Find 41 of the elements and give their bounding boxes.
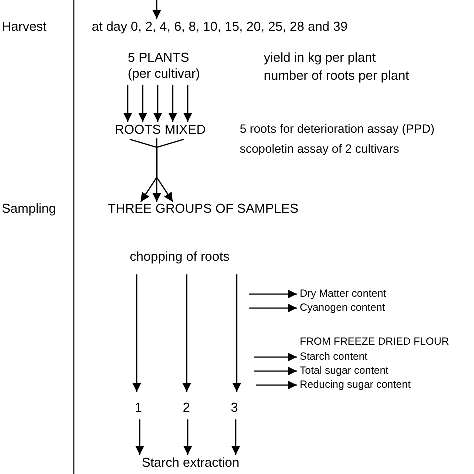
section-label: Sampling bbox=[2, 201, 56, 217]
group-number: 3 bbox=[231, 400, 238, 416]
group-number: 1 bbox=[135, 400, 142, 416]
arrow bbox=[124, 85, 132, 122]
arrow bbox=[232, 420, 240, 455]
arrow bbox=[184, 85, 192, 122]
arrow bbox=[232, 274, 242, 392]
step-text: THREE GROUPS OF SAMPLES bbox=[108, 201, 299, 217]
result-text: Starch content bbox=[300, 351, 368, 364]
result-text: Dry Matter content bbox=[300, 288, 386, 301]
section-label: Harvest bbox=[2, 19, 47, 35]
note-text: scopoletin assay of 2 cultivars bbox=[240, 142, 400, 156]
step-text: 5 PLANTS (per cultivar) bbox=[128, 50, 212, 82]
note-text: number of roots per plant bbox=[264, 68, 410, 84]
result-text: Reducing sugar content bbox=[300, 379, 411, 392]
result-text: Total sugar content bbox=[300, 365, 389, 378]
arrow bbox=[136, 420, 144, 455]
step-text: Starch extraction bbox=[142, 455, 240, 471]
arrow bbox=[138, 85, 148, 122]
arrow bbox=[152, 0, 162, 19]
result-text: Cyanogen content bbox=[300, 302, 386, 315]
note-heading: FROM FREEZE DRIED FLOUR bbox=[300, 336, 450, 349]
group-number: 2 bbox=[183, 400, 190, 416]
arrow bbox=[130, 139, 158, 202]
step-text: at day 0, 2, 4, 6, 8, 10, 15, 20, 25, 28 and 39 bbox=[92, 19, 348, 35]
note-text: 5 roots for deterioration assay (PPD) bbox=[240, 122, 435, 136]
arrow bbox=[249, 304, 297, 313]
step-text: ROOTS MIXED bbox=[115, 122, 206, 138]
arrow bbox=[168, 85, 178, 122]
step-text: chopping of roots bbox=[130, 249, 230, 265]
arrow bbox=[156, 139, 184, 202]
arrow bbox=[249, 290, 297, 299]
arrow bbox=[184, 420, 192, 455]
arrow bbox=[254, 352, 297, 362]
arrow bbox=[132, 274, 142, 392]
arrow bbox=[182, 274, 192, 392]
arrow bbox=[254, 366, 297, 376]
arrow bbox=[154, 85, 162, 122]
note-text: yield in kg per plant bbox=[264, 50, 376, 66]
arrow bbox=[152, 138, 162, 202]
arrow bbox=[256, 380, 297, 390]
